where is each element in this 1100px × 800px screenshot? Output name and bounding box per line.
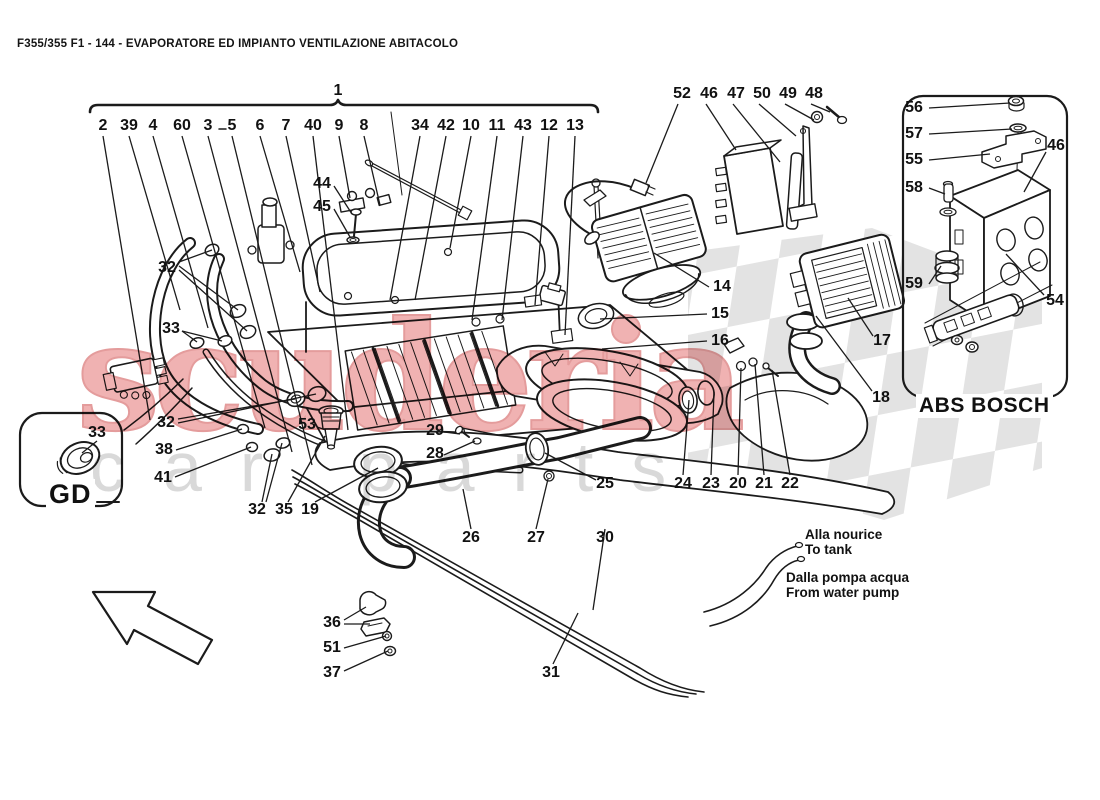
thermostat-connector — [102, 357, 169, 400]
callout-40: 40 — [304, 117, 322, 134]
callout-59: 59 — [905, 275, 923, 292]
callout-4: 4 — [148, 117, 158, 134]
callout-21: 21 — [755, 475, 773, 492]
callout-27: 27 — [527, 529, 545, 546]
callout-31: 31 — [542, 664, 560, 681]
callout-22: 22 — [781, 475, 799, 492]
callout-56: 56 — [905, 99, 923, 116]
heater-core-grille — [344, 325, 517, 431]
callout-45: 45 — [313, 198, 331, 215]
callout-30: 30 — [596, 529, 614, 546]
from-pump-annotation: Dalla pompa acqua From water pump — [786, 570, 909, 600]
callout-25: 25 — [596, 475, 614, 492]
callout-26: 26 — [462, 529, 480, 546]
callout-39: 39 — [120, 117, 138, 134]
callout-46-abs: 46 — [1047, 137, 1065, 154]
callout-3: 3 — [203, 117, 213, 134]
callout-18: 18 — [872, 389, 890, 406]
page-title: F355/355 F1 - 144 - EVAPORATORE ED IMPIA… — [17, 38, 459, 50]
callout-41: 41 — [154, 469, 172, 486]
callout-24: 24 — [674, 475, 692, 492]
callout-38: 38 — [155, 441, 173, 458]
to-tank-english: To tank — [805, 542, 852, 557]
callout-29: 29 — [426, 422, 444, 439]
callout-23: 23 — [702, 475, 720, 492]
callout-48: 48 — [805, 85, 823, 102]
callout-7: 7 — [281, 117, 291, 134]
callout-37: 37 — [323, 664, 341, 681]
callout-5: 5 — [227, 117, 237, 134]
abs-bracket-54 — [923, 294, 1020, 344]
callout-51: 51 — [323, 639, 341, 656]
callout-33-gd: 33 — [88, 424, 106, 441]
callout-14: 14 — [713, 278, 731, 295]
group-bracket — [88, 98, 600, 114]
callout-1: 1 — [333, 82, 343, 99]
from-pump-italian: Dalla pompa acqua — [786, 570, 910, 585]
callout-20: 20 — [729, 475, 747, 492]
callout-49: 49 — [779, 85, 797, 102]
callout-60: 60 — [173, 117, 191, 134]
callout-35: 35 — [275, 501, 293, 518]
blower-grille-right — [789, 233, 906, 329]
callout-52: 52 — [673, 85, 691, 102]
callout-32-left: 32 — [158, 259, 176, 276]
callout-43: 43 — [514, 117, 532, 134]
abs-bosch-label: ABS BOSCH — [916, 394, 1053, 418]
callout-32-mid: 32 — [157, 414, 175, 431]
callout-13: 13 — [566, 117, 584, 134]
callout-36: 36 — [323, 614, 341, 631]
callout-55: 55 — [905, 151, 923, 168]
callout-46-top: 46 — [700, 85, 718, 102]
gd-marking-label: GD — [46, 479, 95, 510]
callout-28: 28 — [426, 445, 444, 462]
callout-44: 44 — [313, 175, 331, 192]
callout-11: 11 — [488, 117, 506, 134]
callout-53: 53 — [298, 416, 316, 433]
callout-17: 17 — [873, 332, 891, 349]
to-tank-italian: Alla nourice — [805, 527, 883, 542]
leader-lines — [81, 102, 1047, 672]
to-tank-annotation: Alla nourice To tank — [805, 527, 882, 557]
callout-34: 34 — [411, 117, 429, 134]
callout-2: 2 — [98, 117, 108, 134]
callout-19: 19 — [301, 501, 319, 518]
callout-12: 12 — [540, 117, 558, 134]
from-pump-english: From water pump — [786, 585, 900, 600]
callout-58: 58 — [905, 179, 923, 196]
callout-42: 42 — [437, 117, 455, 134]
direction-arrow — [91, 590, 214, 666]
callout-32-bot: 32 — [248, 501, 266, 518]
callout-50: 50 — [753, 85, 771, 102]
callout-8: 8 — [359, 117, 369, 134]
callout-15: 15 — [711, 305, 729, 322]
callout-10: 10 — [462, 117, 480, 134]
grommet-33 — [56, 441, 101, 475]
callout-33-left: 33 — [162, 320, 180, 337]
callout-16: 16 — [711, 332, 729, 349]
callout-6: 6 — [255, 117, 265, 134]
callout-9: 9 — [334, 117, 344, 134]
callout-57: 57 — [905, 125, 923, 142]
callout-47: 47 — [727, 85, 745, 102]
callout-54: 54 — [1046, 292, 1064, 309]
blower-grille-top — [590, 193, 707, 308]
